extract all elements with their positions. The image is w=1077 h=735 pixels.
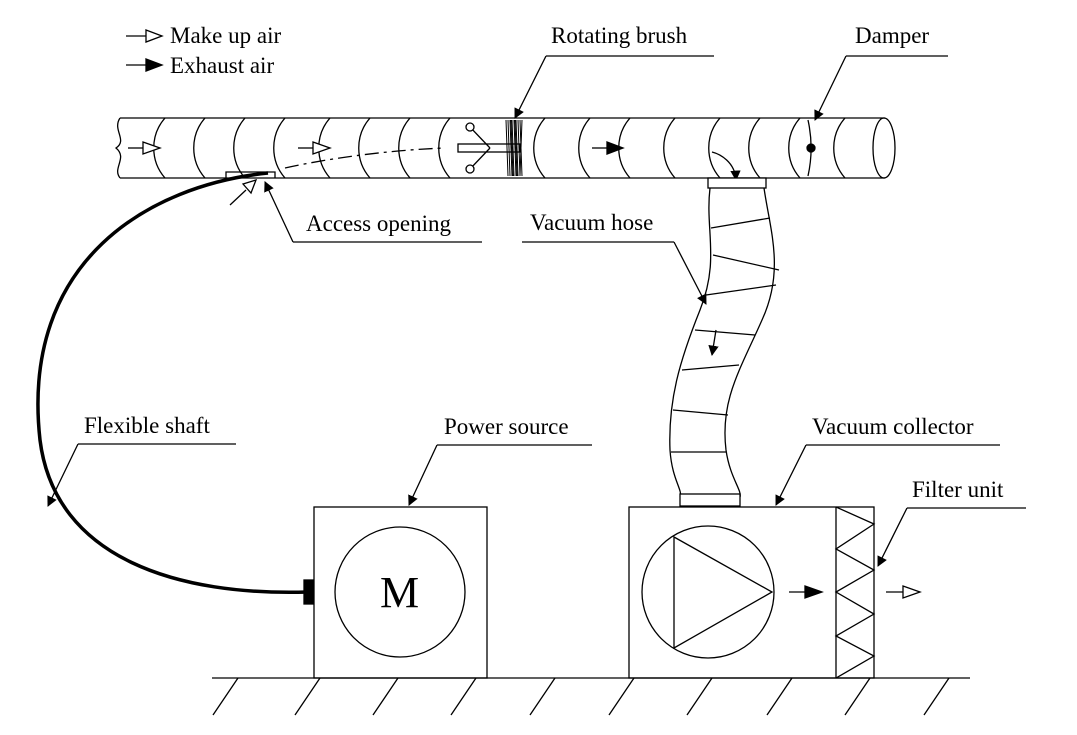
- leader-vacuum-hose: [522, 241, 707, 305]
- ground: [212, 677, 970, 716]
- damper: [806, 119, 816, 177]
- duct-to-hose-arrow: [711, 151, 741, 182]
- flexible-shaft: [36, 171, 315, 605]
- access-opening: [225, 171, 276, 178]
- damper-label: Damper: [855, 23, 930, 48]
- filter-unit: [834, 506, 876, 679]
- vacuum-collector-label: Vacuum collector: [812, 414, 974, 439]
- leader-damper: [814, 55, 948, 121]
- leader-vacuum-collector: [775, 444, 1000, 506]
- outlet-make-up-air-arrow: [886, 585, 922, 599]
- legend-make-up-air-label: Make up air: [170, 23, 282, 48]
- rotating-brush-label: Rotating brush: [551, 23, 688, 48]
- vacuum-hose-label: Vacuum hose: [530, 210, 654, 235]
- leader-access-opening: [264, 181, 482, 243]
- legend-exhaust-air-arrow: [126, 58, 164, 72]
- flexible-shaft-label: Flexible shaft: [84, 413, 210, 438]
- access-opening-label: Access opening: [306, 211, 451, 236]
- leader-rotating-brush: [514, 55, 714, 119]
- rotating-brush: [284, 119, 523, 177]
- vacuum-hose: [669, 177, 780, 507]
- leader-power-source: [408, 444, 592, 506]
- power-source-label: Power source: [444, 414, 569, 439]
- collector-exhaust-arrow: [789, 585, 824, 599]
- legend-exhaust-air-label: Exhaust air: [170, 53, 275, 78]
- leader-flexible-shaft: [47, 443, 236, 507]
- duct-exhaust-air-arrow: [592, 141, 625, 155]
- power-source: [313, 506, 488, 679]
- duct-make-up-air-arrow-1: [128, 141, 162, 155]
- motor-symbol: M: [380, 568, 420, 617]
- legend-make-up-air-arrow: [126, 29, 164, 43]
- duct-make-up-air-arrow-2: [298, 141, 332, 155]
- leader-filter-unit: [877, 507, 1026, 567]
- access-opening-arrow: [229, 178, 258, 206]
- filter-unit-label: Filter unit: [912, 477, 1004, 502]
